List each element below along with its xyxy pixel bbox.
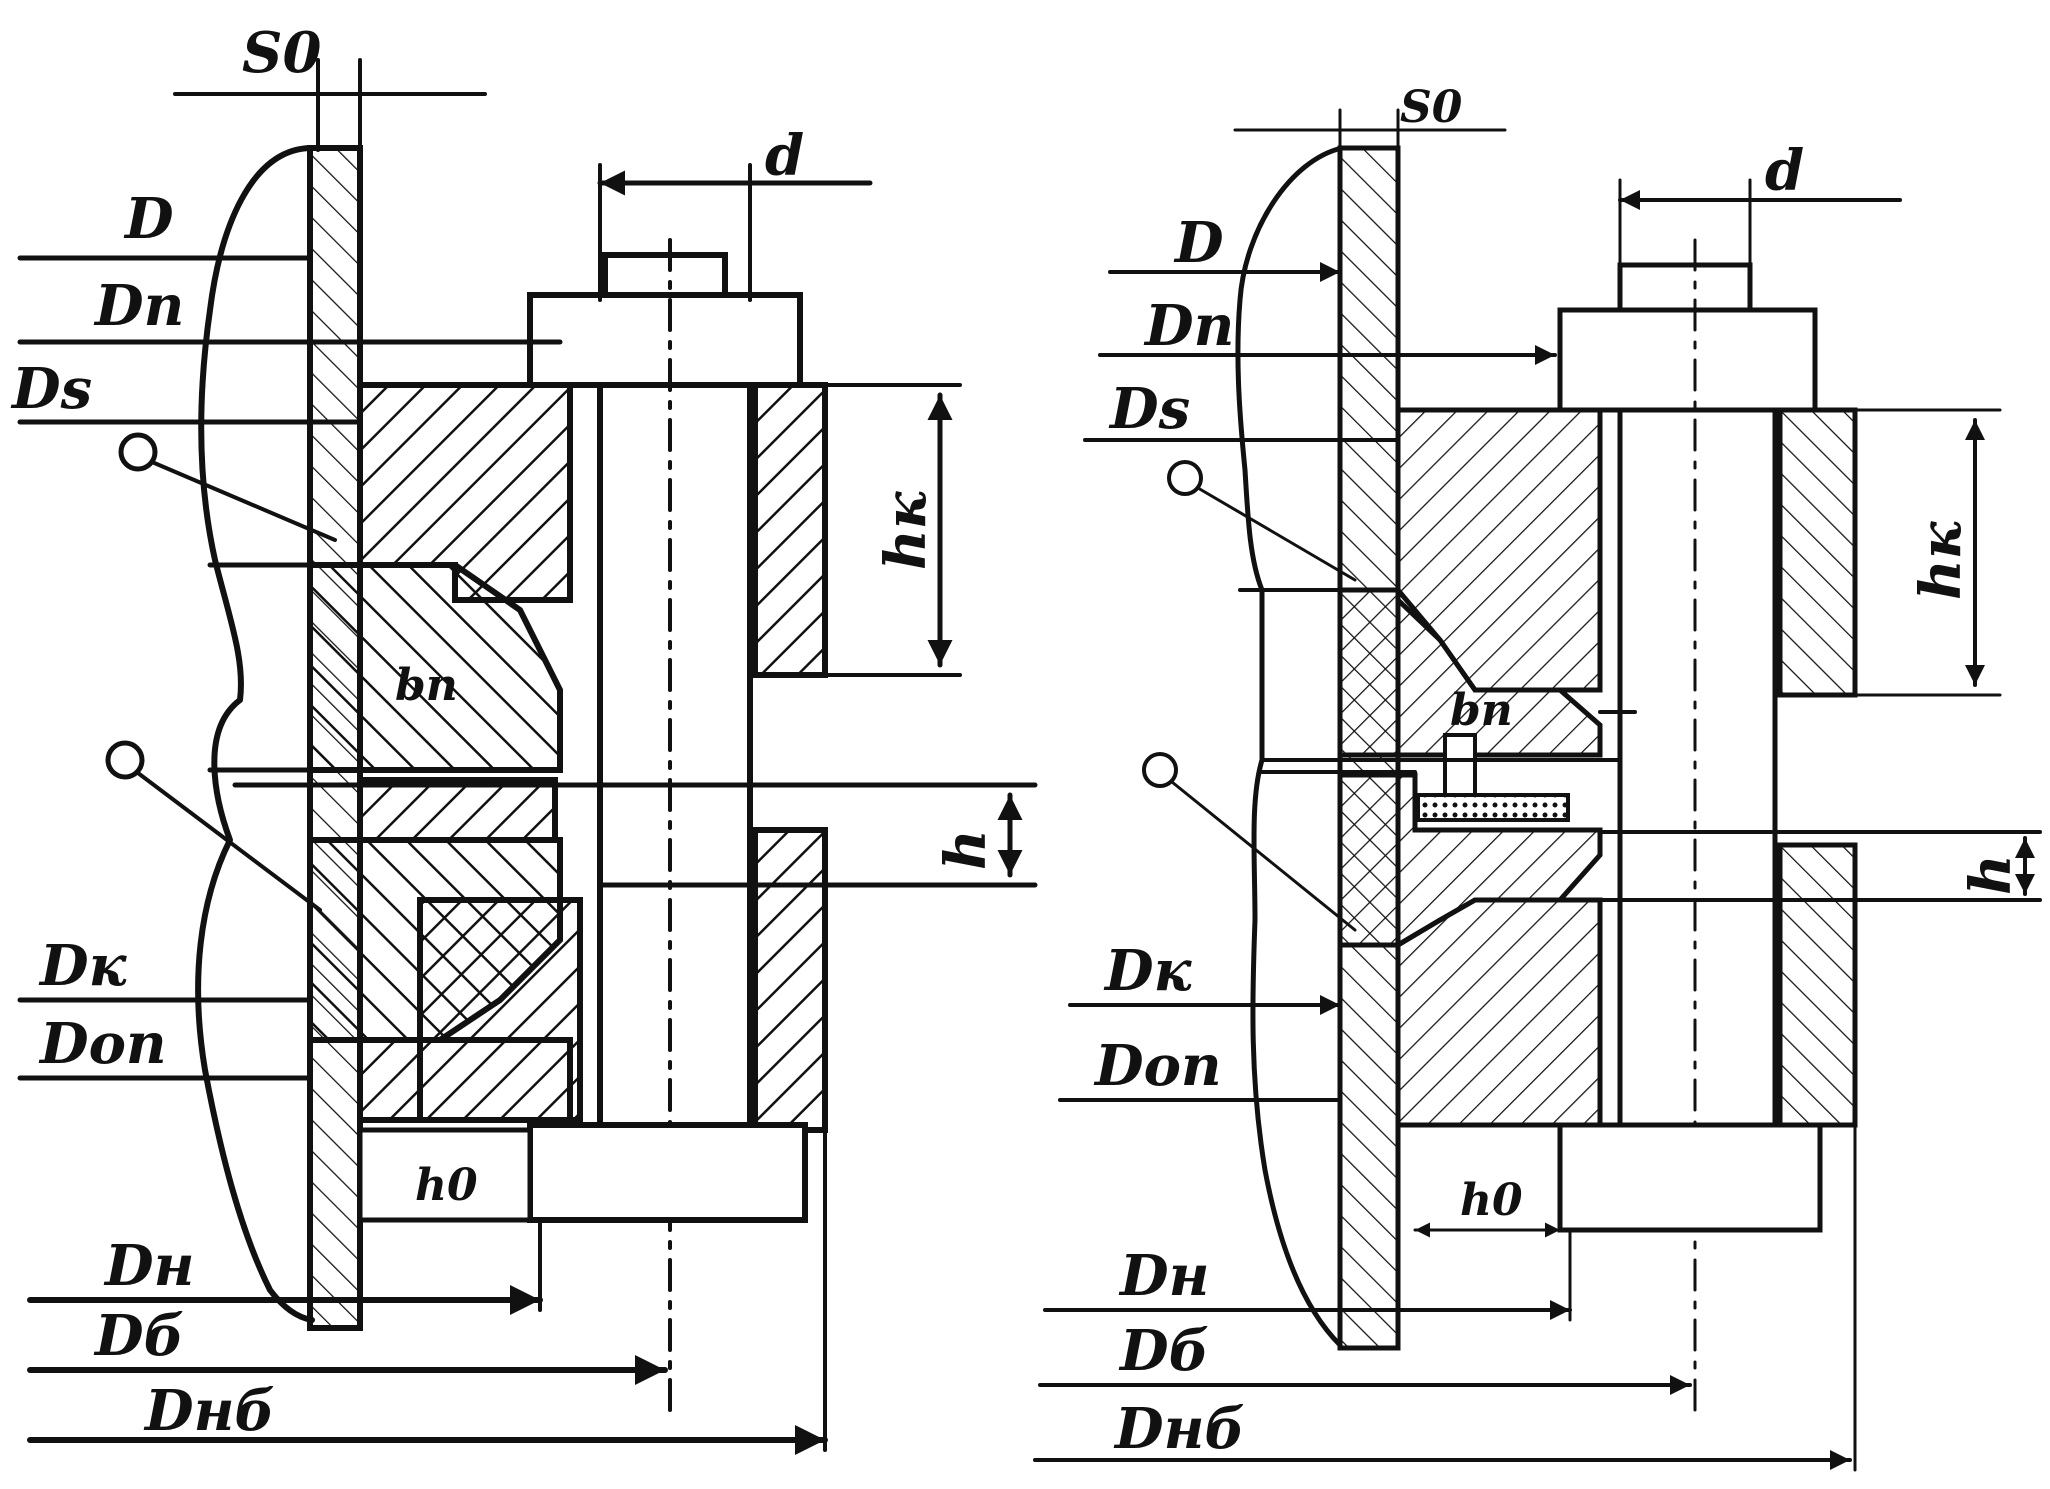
left-label-Dk: Dк xyxy=(38,933,128,999)
left-label-Don: Dоп xyxy=(38,1011,167,1077)
right-upper-ring xyxy=(1777,407,1858,698)
left-label-Ds: Ds xyxy=(10,356,92,422)
right-upper-nut xyxy=(1557,307,1818,413)
right-label-hk: hк xyxy=(1908,520,1974,600)
left-lower-ring xyxy=(752,827,828,1133)
left-label-d: d xyxy=(765,123,804,189)
left-label-hk: hк xyxy=(873,490,939,570)
left-lower-flange xyxy=(357,897,583,1123)
left-leader-circle-2 xyxy=(105,740,145,780)
left-label-D: D xyxy=(123,186,174,252)
right-label-bn: bп xyxy=(1450,685,1513,736)
right-leader-circle-2 xyxy=(1142,752,1178,788)
right-label-h0: h0 xyxy=(1460,1175,1523,1226)
left-label-Dnb: Dнб xyxy=(143,1378,275,1444)
left-lower-nut xyxy=(527,1122,808,1223)
right-label-Dk: Dк xyxy=(1103,938,1193,1004)
right-label-Dn: Dn xyxy=(1143,293,1234,359)
left-label-Dn: Dn xyxy=(93,273,184,339)
left-label-Db: Dб xyxy=(93,1303,184,1369)
right-bolt-shank xyxy=(1617,407,1778,1233)
right-label-Don: Dоп xyxy=(1093,1033,1222,1099)
left-gasket-zone xyxy=(357,777,558,843)
left-leader-circle-1 xyxy=(118,432,158,472)
right-lower-ring xyxy=(1777,842,1858,1128)
left-label-Dh: Dн xyxy=(103,1233,194,1299)
right-label-d: d xyxy=(1765,138,1804,204)
left-upper-ring xyxy=(752,382,828,678)
right-label-h: h xyxy=(1958,854,2024,895)
left-vessel-contour xyxy=(195,145,315,1323)
right-lower-nut xyxy=(1557,1122,1823,1233)
right-upper-hub xyxy=(1337,587,1603,758)
right-flange-view: S0 d D Dn Ds hк h bп Dк Dоп h0 Dн Dб Dнб xyxy=(1033,82,2042,1472)
left-label-h0: h0 xyxy=(415,1160,478,1211)
right-bolt-top xyxy=(1617,262,1753,313)
right-label-Ds: Ds xyxy=(1108,376,1190,442)
left-flange-view: S0 d D Dn Ds hк h bп Dк Dоп h0 Dн Dб Dнб xyxy=(10,20,1038,1455)
right-vessel-contour xyxy=(1235,145,1345,1348)
right-gasket xyxy=(1416,793,1570,822)
right-lower-flange xyxy=(1395,897,1603,1128)
left-upper-nut xyxy=(527,292,803,388)
right-label-Db: Dб xyxy=(1118,1318,1209,1384)
left-bolt-top xyxy=(602,252,728,298)
left-h0-box xyxy=(357,1127,533,1223)
right-label-D: D xyxy=(1173,210,1224,276)
right-gasket-carrier xyxy=(1443,733,1477,797)
right-leader-circle-1 xyxy=(1167,460,1203,496)
left-bolt-shank xyxy=(597,382,753,1148)
left-label-s0: S0 xyxy=(242,20,321,86)
left-label-bn: bп xyxy=(395,660,458,711)
right-label-Dnb: Dнб xyxy=(1113,1396,1245,1462)
right-label-Dh: Dн xyxy=(1118,1243,1209,1309)
right-label-s0: S0 xyxy=(1400,82,1463,133)
left-label-h: h xyxy=(933,829,999,870)
